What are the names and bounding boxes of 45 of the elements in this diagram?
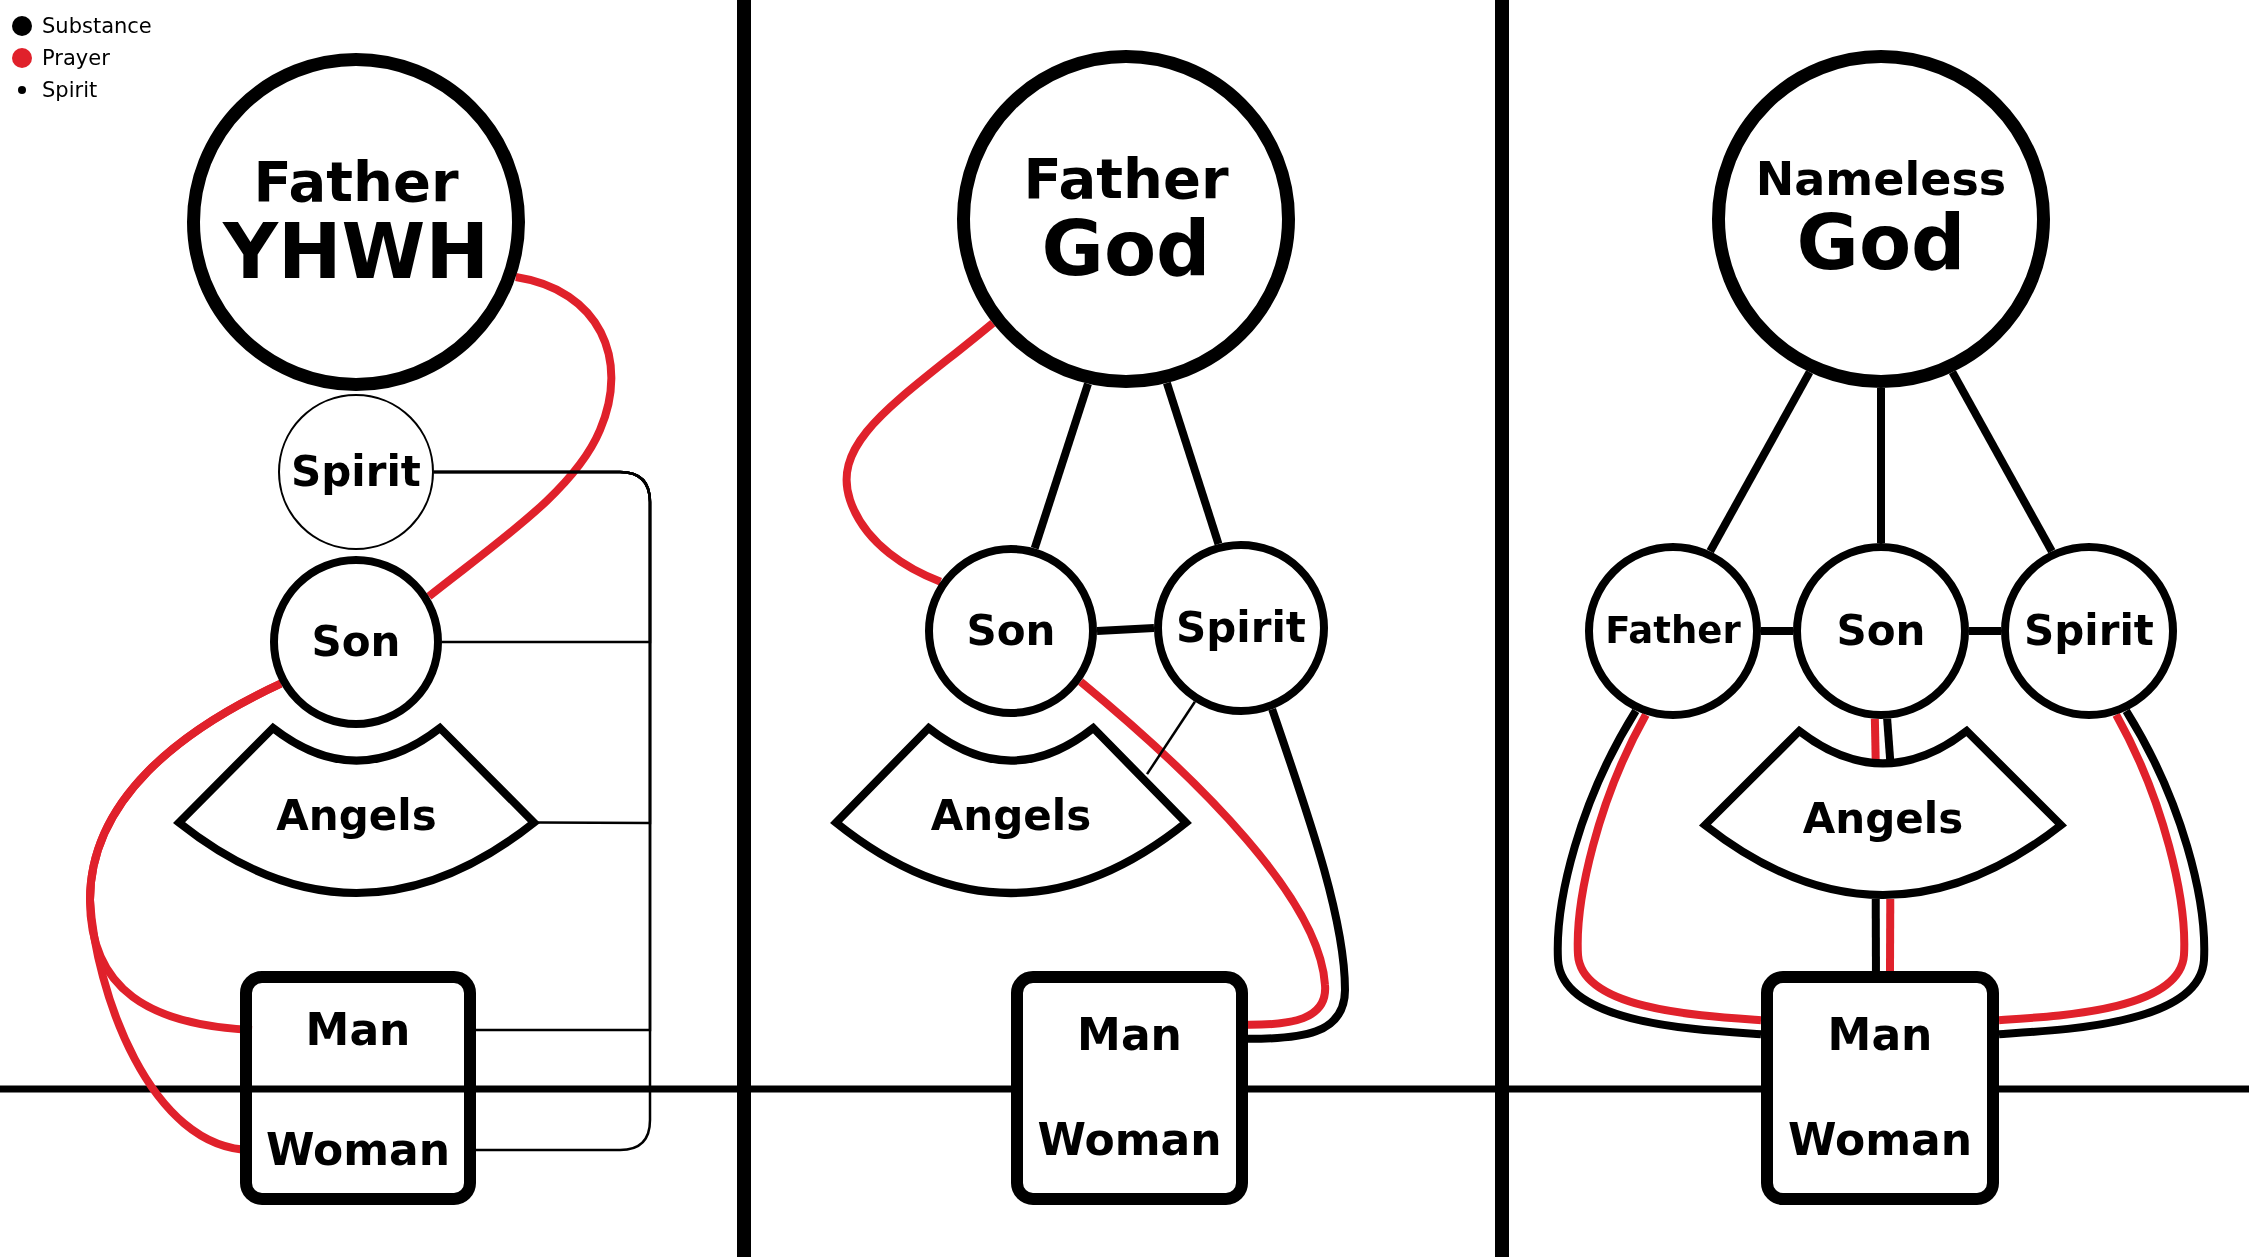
rounded-box xyxy=(1011,971,1248,1205)
node-label: Man xyxy=(1077,1012,1182,1059)
node-label: Son xyxy=(966,608,1056,654)
rounded-box xyxy=(1761,971,1999,1205)
legend-label: Spirit xyxy=(42,78,98,102)
legend-label: Prayer xyxy=(42,46,110,70)
connector-line xyxy=(434,470,652,1152)
node-label: Father xyxy=(253,152,459,212)
connector-line xyxy=(1870,718,1880,762)
connector-line xyxy=(1096,624,1155,635)
node-label: Spirit xyxy=(291,449,421,495)
node-label: Spirit xyxy=(2024,608,2154,654)
connector-line xyxy=(426,273,616,600)
rounded-box xyxy=(240,971,476,1205)
connector-line xyxy=(1248,707,1349,1043)
node-label: Angels xyxy=(276,794,437,839)
node-label: Woman xyxy=(1037,1117,1222,1164)
node-label: Son xyxy=(1836,608,1926,654)
node-label: Spirit xyxy=(1176,605,1306,651)
node-label: Father xyxy=(1605,611,1741,651)
node-label: Father xyxy=(1023,149,1229,209)
node-label: Man xyxy=(252,985,464,1075)
node-label: Nameless xyxy=(1755,154,2007,204)
node-label: YHWH xyxy=(222,211,490,292)
node-label: God xyxy=(1796,203,1966,284)
connector-line xyxy=(1969,627,2001,635)
node-label: Angels xyxy=(1802,796,1964,842)
node-label: Son xyxy=(311,619,401,665)
connector-line xyxy=(1948,370,2056,554)
node-label: God xyxy=(1041,208,1211,289)
connector-line xyxy=(1877,388,1885,543)
connector-line xyxy=(1871,899,1880,971)
node-label: Woman xyxy=(1787,1117,1973,1164)
connector-line xyxy=(1761,627,1793,635)
node-label: Angels xyxy=(930,794,1092,839)
connector-line xyxy=(1163,381,1223,546)
node-label: Woman xyxy=(252,1105,464,1195)
connector-line xyxy=(1030,382,1092,550)
connector-line xyxy=(1883,718,1895,762)
connector-line xyxy=(1078,678,1329,1029)
connector-line xyxy=(842,319,996,586)
legend-label: Substance xyxy=(42,14,152,38)
connector-line xyxy=(1146,701,1196,775)
node-label: Man xyxy=(1827,1012,1933,1059)
connector-line xyxy=(1706,370,1814,554)
